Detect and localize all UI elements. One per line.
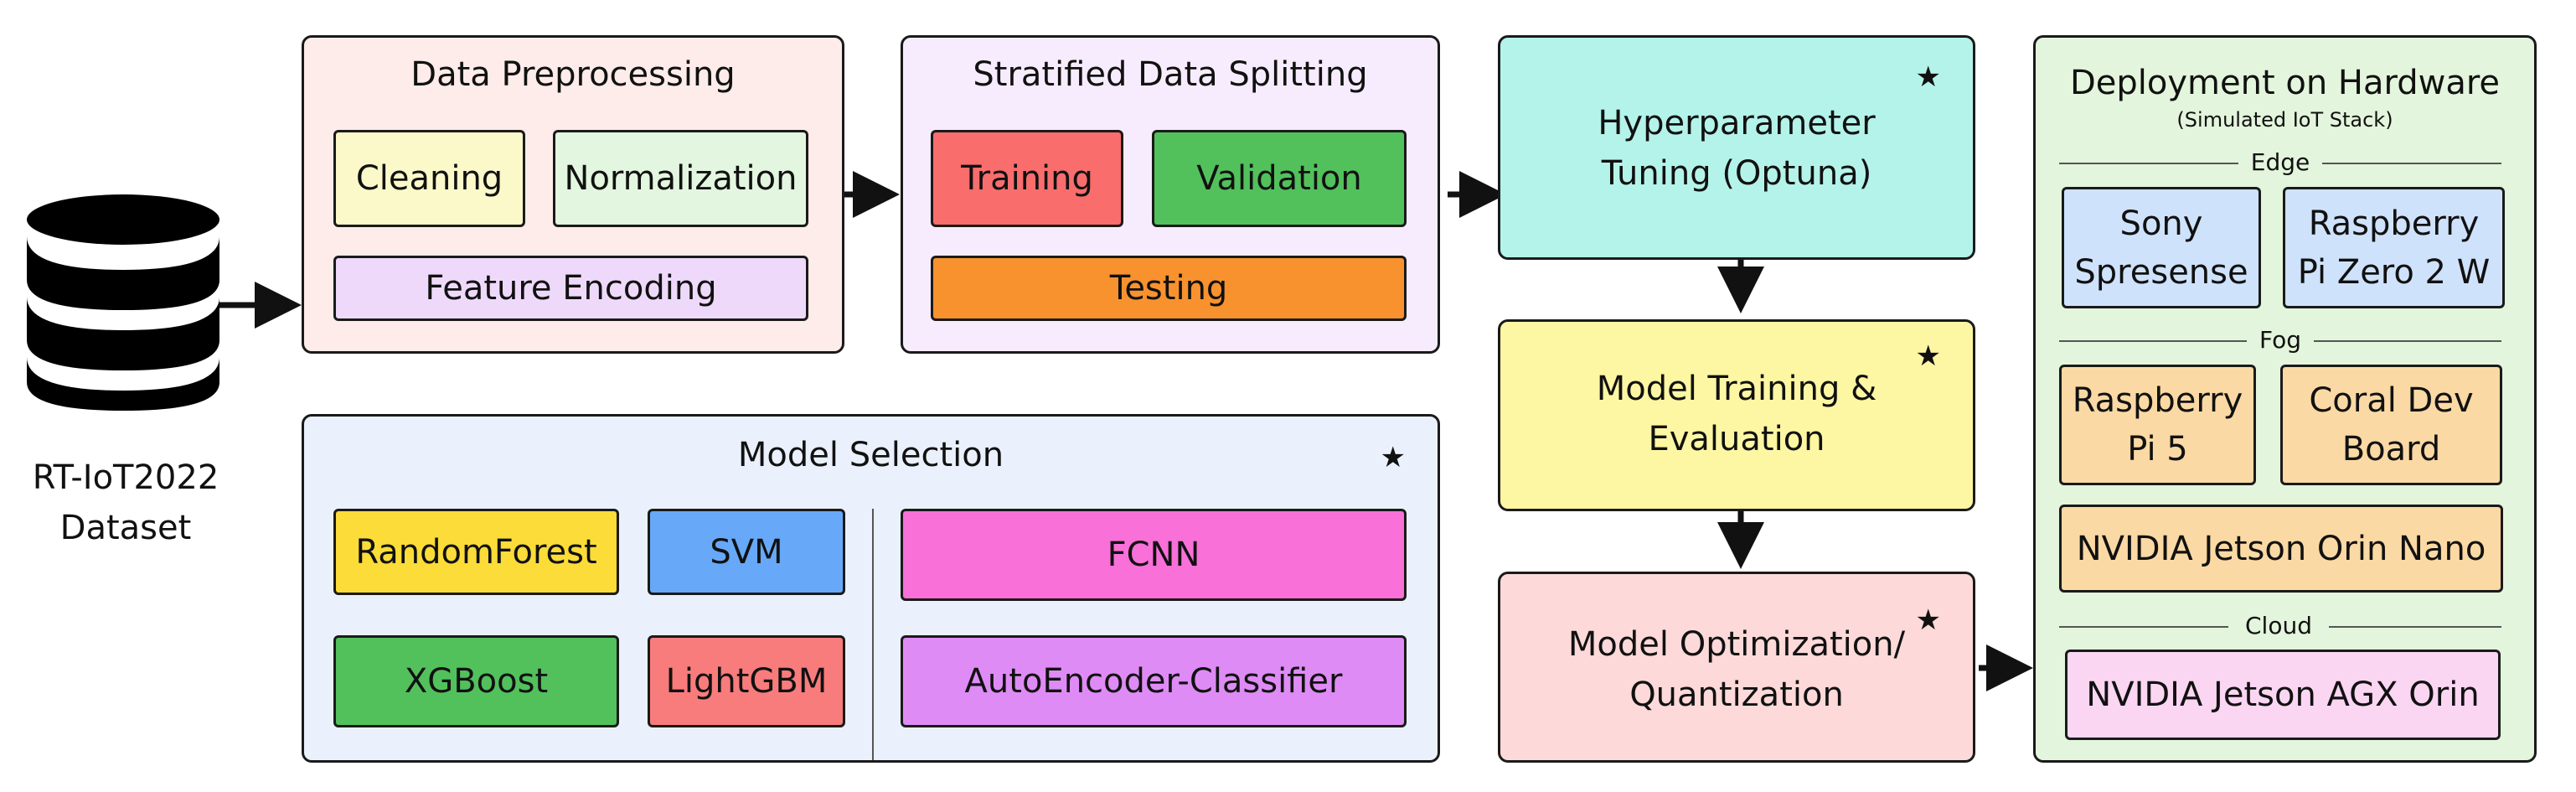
preprocessing-title: Data Preprocessing [410, 55, 736, 94]
jetson-agx-orin-chip: NVIDIA Jetson AGX Orin [2065, 650, 2501, 740]
coral-dev-board-line2: Board [2341, 430, 2441, 468]
raspberry-pi-5-line1: Raspberry [2072, 381, 2243, 420]
optimization-label-line1: Model Optimization/ [1567, 625, 1906, 664]
training-eval-star-icon: ★ [1915, 339, 1941, 373]
dataset-label-line2: Dataset [59, 509, 192, 547]
sony-spresense-chip: Sony Spresense [2062, 187, 2261, 308]
training-eval-label-line1: Model Training & [1596, 370, 1877, 408]
deployment-subtitle: (Simulated IoT Stack) [2176, 108, 2393, 132]
training-eval-label-line2: Evaluation [1648, 420, 1825, 458]
raspberry-pi-zero-line1: Raspberry [2308, 204, 2480, 243]
training-eval-label: Model Training & Evaluation [1500, 364, 1973, 464]
randomforest-chip: RandomForest [333, 509, 619, 595]
normalization-chip: Normalization [553, 130, 808, 227]
tuning-label-line2: Tuning (Optuna) [1601, 154, 1872, 193]
optimization-star-icon: ★ [1915, 603, 1941, 637]
jetson-orin-nano-chip: NVIDIA Jetson Orin Nano [2059, 505, 2503, 593]
raspberry-pi-5-chip: Raspberry Pi 5 [2059, 365, 2256, 485]
validation-chip: Validation [1152, 130, 1407, 227]
training-chip: Training [931, 130, 1123, 227]
database-icon [27, 194, 219, 411]
raspberry-pi-zero-chip: Raspberry Pi Zero 2 W [2283, 187, 2505, 308]
model-selection-star-icon: ★ [1380, 441, 1406, 474]
raspberry-pi-zero-line2: Pi Zero 2 W [2297, 252, 2491, 292]
feature-encoding-chip: Feature Encoding [333, 256, 808, 321]
tuning-label: Hyperparameter Tuning (Optuna) [1500, 98, 1973, 199]
raspberry-pi-5-line2: Pi 5 [2127, 430, 2188, 468]
fcnn-chip: FCNN [901, 509, 1407, 601]
fog-tier-label: Fog [2247, 327, 2314, 354]
sony-spresense-line2: Spresense [2074, 252, 2248, 292]
tuning-box: ★ Hyperparameter Tuning (Optuna) [1498, 35, 1975, 260]
dataset-label: RT-IoT2022 Dataset [0, 453, 251, 553]
sony-spresense-line1: Sony [2119, 204, 2203, 243]
coral-dev-board-chip: Coral Dev Board [2280, 365, 2502, 485]
edge-tier-label: Edge [2238, 149, 2322, 176]
tuning-label-line1: Hyperparameter [1598, 104, 1876, 142]
splitting-title: Stratified Data Splitting [973, 55, 1368, 94]
xgboost-chip: XGBoost [333, 635, 619, 727]
training-eval-box: ★ Model Training & Evaluation [1498, 319, 1975, 511]
dataset-label-line1: RT-IoT2022 [32, 458, 219, 497]
coral-dev-board-line1: Coral Dev [2309, 381, 2474, 420]
model-selection-divider [872, 509, 874, 760]
tuning-star-icon: ★ [1915, 60, 1941, 94]
cloud-tier-label: Cloud [2228, 613, 2329, 639]
autoencoder-chip: AutoEncoder-Classifier [901, 635, 1407, 727]
cleaning-chip: Cleaning [333, 130, 525, 227]
svm-chip: SVM [648, 509, 845, 595]
optimization-label: Model Optimization/ Quantization [1500, 619, 1973, 720]
model-selection-title: Model Selection [737, 436, 1004, 474]
testing-chip: Testing [931, 256, 1407, 321]
deployment-title: Deployment on Hardware [2069, 64, 2501, 102]
optimization-label-line2: Quantization [1629, 676, 1844, 714]
lightgbm-chip: LightGBM [648, 635, 845, 727]
optimization-box: ★ Model Optimization/ Quantization [1498, 572, 1975, 763]
